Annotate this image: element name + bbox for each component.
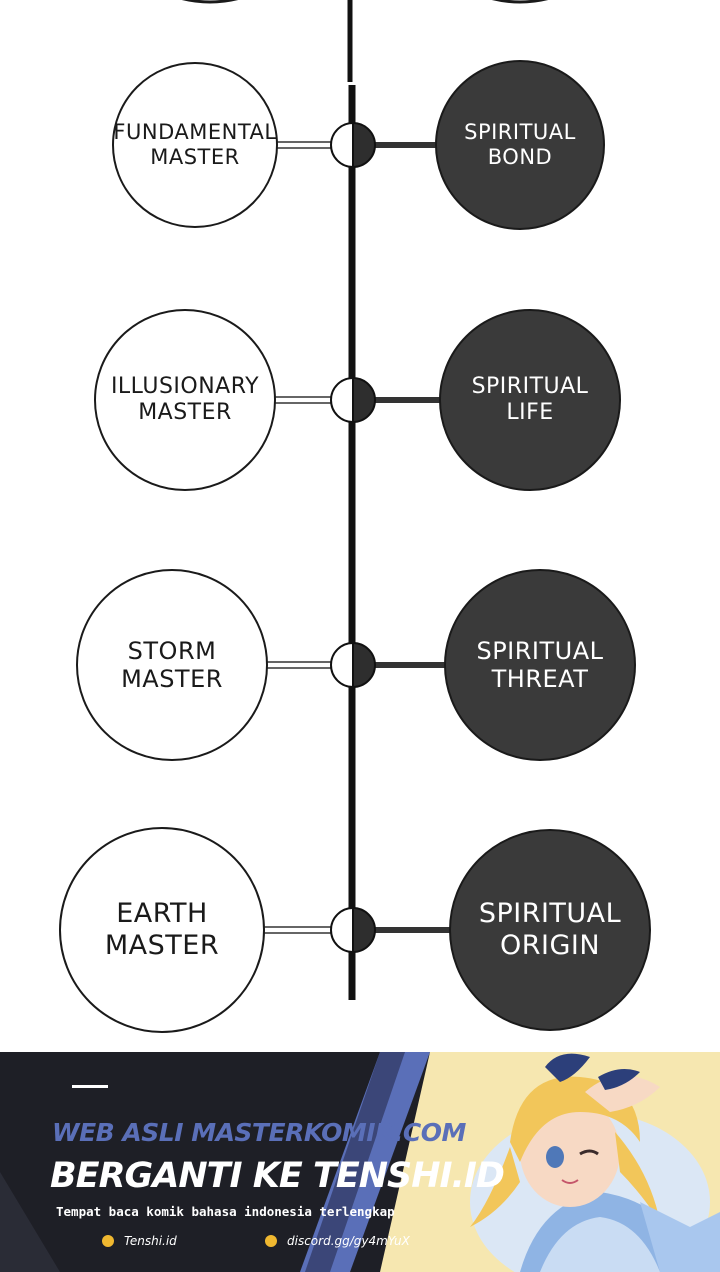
left-node-circle — [94, 309, 276, 491]
junction-left-half — [330, 906, 354, 954]
banner-art — [0, 1052, 720, 1272]
left-node-label-line: EARTH — [116, 898, 208, 930]
left-node-circle — [112, 62, 278, 228]
banner-dash — [72, 1085, 108, 1088]
diagram-lines — [59, 0, 651, 1033]
discord-link-text: discord.gg/gy4mYuX — [287, 1234, 410, 1248]
character-illustration — [470, 1053, 720, 1272]
right-node-circle — [435, 60, 605, 230]
left-node-label-line: FUNDAMENTAL — [113, 120, 277, 145]
junction-left-half — [330, 121, 354, 169]
top-left-circle-edge — [181, 0, 239, 4]
left-node-label-line: STORM — [127, 636, 217, 665]
right-node-label-line: SPIRITUAL — [476, 636, 604, 665]
junction-right-half — [352, 641, 376, 689]
banner-web-text: WEB ASLI MASTERKOMIK.COM — [52, 1118, 466, 1147]
junction-left-half — [330, 641, 354, 689]
junction-right-half — [352, 376, 376, 424]
junction-right-half — [352, 121, 376, 169]
promo-banner: WEB ASLI MASTERKOMIK.COM BERGANTI KE TEN… — [0, 1052, 720, 1272]
right-node-circle — [439, 309, 621, 491]
right-node-label-line: SPIRITUAL — [464, 120, 576, 145]
banner-link-discord[interactable]: discord.gg/gy4mYuX — [265, 1234, 410, 1248]
right-node-label-line: ORIGIN — [499, 930, 601, 961]
left-node-circle — [59, 827, 265, 1033]
left-node-label-line: MASTER — [104, 930, 220, 961]
banner-stripe-dark — [305, 1052, 405, 1272]
junction-right-half — [352, 906, 376, 954]
right-node-label-line: SPIRITUAL — [478, 898, 622, 930]
site-link-text: Tenshi.id — [124, 1234, 177, 1248]
top-right-circle-edge — [491, 0, 549, 4]
bullet-icon — [265, 1235, 277, 1247]
banner-shape-left — [0, 1172, 60, 1272]
left-node-circle — [76, 569, 268, 761]
right-node-label-line: SPIRITUAL — [471, 374, 589, 400]
banner-main-text: BERGANTI KE TENSHI.ID — [50, 1156, 505, 1196]
left-node-label-line: MASTER — [138, 400, 232, 425]
right-node-circle — [444, 569, 636, 761]
right-node-label-line: LIFE — [506, 400, 554, 425]
banner-link-site[interactable]: Tenshi.id — [102, 1234, 177, 1248]
left-node-label-line: MASTER — [121, 665, 223, 693]
right-node-circle — [449, 829, 651, 1031]
left-node-label-line: MASTER — [150, 145, 240, 169]
right-node-label-line: THREAT — [491, 665, 589, 693]
left-node-label-line: ILLUSIONARY — [110, 374, 260, 400]
banner-sub-text: Tempat baca komik bahasa indonesia terle… — [56, 1204, 395, 1219]
junction-left-half — [330, 376, 354, 424]
bullet-icon — [102, 1235, 114, 1247]
right-node-label-line: BOND — [487, 145, 553, 169]
